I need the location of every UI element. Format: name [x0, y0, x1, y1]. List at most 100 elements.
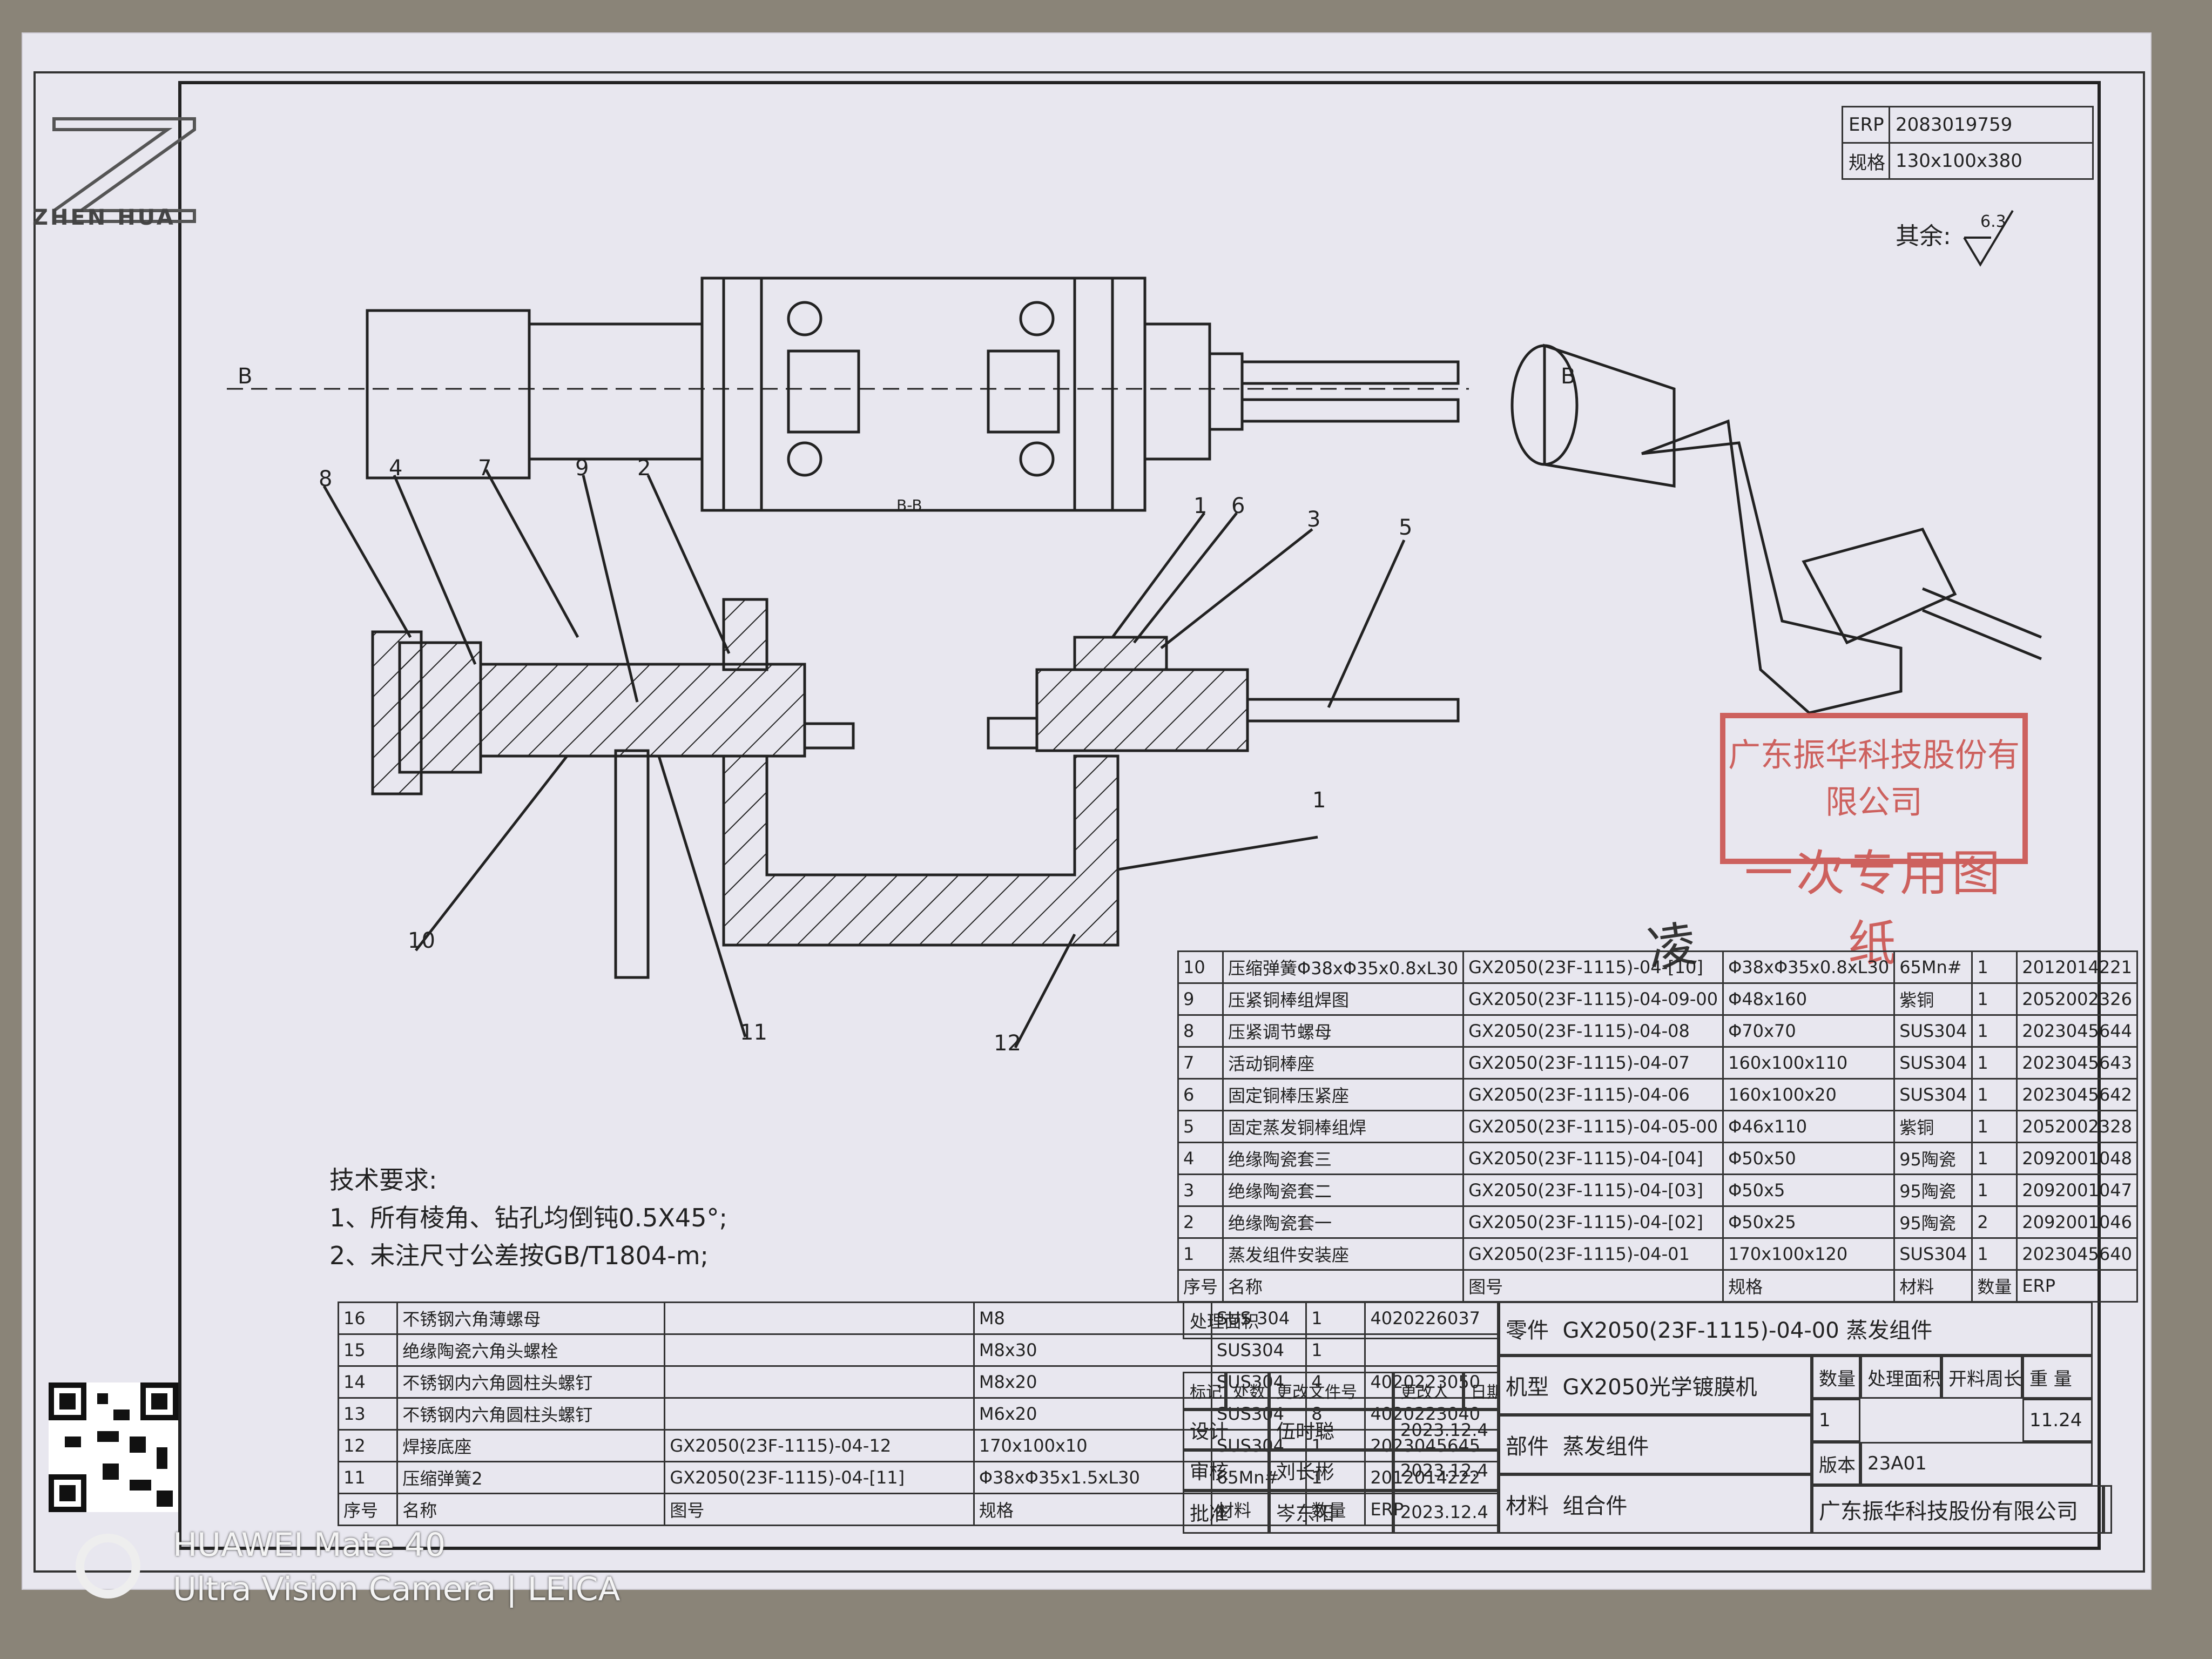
table-cell: M8x20: [973, 1365, 1212, 1399]
table-cell: 16: [337, 1301, 399, 1335]
table-cell: GX2050(23F-1115)-04-01: [1462, 1237, 1724, 1271]
table-cell: 固定蒸发铜棒组焊: [1222, 1110, 1465, 1143]
change-h3: 更改文件号: [1269, 1372, 1393, 1410]
table-cell: 8: [1177, 1014, 1224, 1048]
table-cell: [664, 1365, 975, 1399]
top-view-motor: [366, 309, 531, 480]
table-cell: 5: [1177, 1110, 1224, 1143]
table-cell: 2092001048: [2016, 1142, 2138, 1175]
table-cell: Φ50x25: [1722, 1205, 1896, 1239]
approve-label: 批准: [1183, 1491, 1269, 1534]
qr-code-icon: [49, 1382, 178, 1512]
callout-5: 5: [1399, 515, 1412, 540]
material-row: 材料 组合件: [1499, 1474, 1812, 1534]
table-cell: 11: [337, 1461, 399, 1494]
table-cell: GX2050(23F-1115)-04-[10]: [1462, 950, 1724, 984]
table-cell: Φ46x110: [1722, 1110, 1896, 1143]
table-cell: 1: [1971, 1237, 2018, 1271]
table-cell: Φ50x50: [1722, 1142, 1896, 1175]
tech-requirements: 技术要求: 1、所有棱角、钻孔均倒钝0.5X45°; 2、未注尺寸公差按GB/T…: [329, 1161, 727, 1274]
table-cell: 9: [1177, 982, 1224, 1016]
spec-value: 130x100x380: [1889, 142, 2094, 180]
version-value: 23A01: [1860, 1442, 2093, 1485]
table-cell: 1: [1305, 1461, 1366, 1494]
table-cell: ERP: [2016, 1269, 2138, 1303]
table-cell: 材料: [1210, 1493, 1307, 1526]
table-cell: 压缩弹簧Φ38xΦ35x0.8xL30: [1222, 950, 1465, 984]
design-name: 伍时聪: [1269, 1410, 1393, 1450]
stamp-company: 广东振华科技股份有限公司: [1728, 737, 2020, 821]
table-cell: 2052002328: [2016, 1110, 2138, 1143]
table-cell: 规格: [1722, 1269, 1896, 1303]
table-cell: 2: [1177, 1205, 1224, 1239]
table-cell: 序号: [337, 1493, 399, 1526]
company-stamp: 广东振华科技股份有限公司 一次专用图纸: [1720, 713, 2028, 972]
table-cell: 1: [1971, 1046, 2018, 1080]
part-row: 零件 GX2050(23F-1115)-04-00 蒸发组件: [1499, 1301, 2093, 1355]
part-value: GX2050(23F-1115)-04-00 蒸发组件: [1562, 1318, 1933, 1343]
change-h5: 日期: [1464, 1372, 1499, 1410]
table-cell: 160x100x110: [1722, 1046, 1896, 1080]
callout-11: 11: [740, 1020, 767, 1045]
section-mark-left: B: [238, 364, 252, 389]
table-cell: SUS 304: [1210, 1301, 1307, 1335]
roughness-value: 6.3: [1980, 212, 2006, 231]
material-label: 材料: [1506, 1494, 1549, 1519]
table-cell: GX2050(23F-1115)-04-[11]: [664, 1461, 975, 1494]
table-cell: M6x20: [973, 1397, 1212, 1431]
table-cell: GX2050(23F-1115)-04-[03]: [1462, 1174, 1724, 1207]
table-cell: 2: [1971, 1205, 2018, 1239]
callout-7: 7: [478, 456, 491, 481]
assembly-value: 蒸发组件: [1562, 1434, 1649, 1459]
company-name: 广东振华科技股份有限公司: [1812, 1485, 2103, 1534]
table-cell: 95陶瓷: [1893, 1142, 1973, 1175]
table-cell: SUS304: [1893, 1078, 1973, 1111]
table-cell: 图号: [664, 1493, 975, 1526]
table-cell: GX2050(23F-1115)-04-07: [1462, 1046, 1724, 1080]
table-cell: 序号: [1177, 1269, 1224, 1303]
table-cell: 不锈钢内六角圆柱头螺钉: [396, 1365, 666, 1399]
table-cell: 紫铜: [1893, 1110, 1973, 1143]
table-cell: [664, 1333, 975, 1367]
table-cell: 7: [1177, 1046, 1224, 1080]
change-h4: 更改人: [1393, 1372, 1464, 1410]
approve-date: 2023.12.4: [1393, 1491, 1499, 1534]
table-cell: Φ50x5: [1722, 1174, 1896, 1207]
table-cell: GX2050(23F-1115)-04-[02]: [1462, 1205, 1724, 1239]
copper-rod-right: [1035, 668, 1249, 752]
table-cell: 15: [337, 1333, 399, 1367]
table-cell: 4020223040: [1364, 1397, 1499, 1431]
qty-label: 数量: [1812, 1355, 1860, 1399]
assembly-row: 部件 蒸发组件: [1499, 1415, 1812, 1474]
table-cell: 名称: [396, 1493, 666, 1526]
table-cell: 1: [1971, 950, 2018, 984]
table-cell: 压紧调节螺母: [1222, 1014, 1465, 1048]
table-cell: 名称: [1222, 1269, 1465, 1303]
version-label: 版本: [1812, 1442, 1860, 1485]
table-cell: 2012014222: [1364, 1461, 1499, 1494]
table-cell: 65Mn#: [1893, 950, 1973, 984]
design-date: 2023.12.4: [1393, 1410, 1499, 1450]
table-cell: GX2050(23F-1115)-04-09-00: [1462, 982, 1724, 1016]
table-cell: 4: [1177, 1142, 1224, 1175]
change-h1: 标记: [1183, 1372, 1226, 1410]
table-cell: 95陶瓷: [1893, 1205, 1973, 1239]
weight-label: 重 量: [2022, 1355, 2093, 1399]
check-name: 刘长彬: [1269, 1450, 1393, 1491]
table-cell: 12: [337, 1429, 399, 1462]
table-cell: 绝缘陶瓷六角头螺栓: [396, 1333, 666, 1367]
roughness-symbol-icon: 6.3: [1963, 210, 2014, 267]
table-cell: 2023045642: [2016, 1078, 2138, 1111]
table-cell: SUS304: [1893, 1046, 1973, 1080]
table-cell: 图号: [1462, 1269, 1724, 1303]
table-cell: 焊接底座: [396, 1429, 666, 1462]
table-cell: 4020226037: [1364, 1301, 1499, 1335]
